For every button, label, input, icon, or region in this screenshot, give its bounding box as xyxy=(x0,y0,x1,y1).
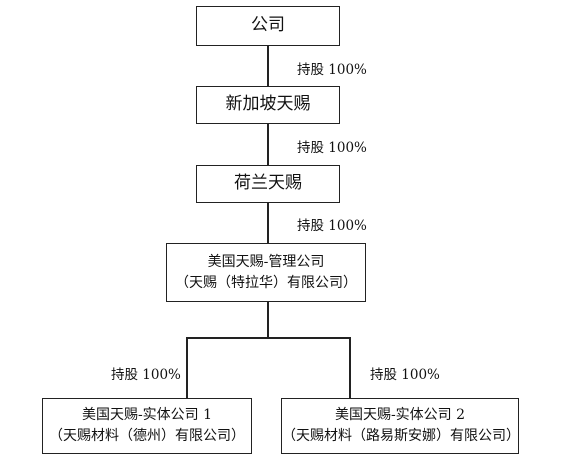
node-company: 公司 xyxy=(196,6,340,46)
node-netherlands: 荷兰天赐 xyxy=(196,165,340,203)
connector-singapore-netherlands xyxy=(267,124,269,165)
node-us-entity-2-line1: 美国天赐-实体公司 2 xyxy=(334,407,466,423)
node-singapore-label: 新加坡天赐 xyxy=(225,94,311,115)
connector-horizontal xyxy=(186,337,350,339)
node-us-entity-1-line2: （天赐材料（德州）有限公司） xyxy=(49,428,245,444)
edge-label-netherlands-usmgmt: 持股 100% xyxy=(297,218,367,234)
connector-netherlands-usmgmt xyxy=(267,203,269,243)
edge-label-company-singapore: 持股 100% xyxy=(297,62,367,78)
edge-label-to-entity-1: 持股 100% xyxy=(111,367,181,383)
node-netherlands-label: 荷兰天赐 xyxy=(234,173,302,194)
node-company-label: 公司 xyxy=(251,15,285,36)
edge-label-to-entity-2: 持股 100% xyxy=(370,367,440,383)
node-singapore: 新加坡天赐 xyxy=(196,86,340,124)
node-us-entity-1-line1: 美国天赐-实体公司 1 xyxy=(81,407,213,423)
node-us-entity-1: 美国天赐-实体公司 1 （天赐材料（德州）有限公司） xyxy=(42,398,252,454)
node-us-entity-2-line2: （天赐材料（路易斯安娜）有限公司） xyxy=(282,428,520,444)
connector-company-singapore xyxy=(267,46,269,86)
edge-label-singapore-netherlands: 持股 100% xyxy=(297,140,367,156)
connector-usmgmt-split xyxy=(267,302,269,338)
node-us-management-line2: （天赐（特拉华）有限公司） xyxy=(175,274,357,291)
node-us-management-line1: 美国天赐-管理公司 xyxy=(207,253,325,270)
connector-to-entity-1 xyxy=(186,337,188,398)
node-us-management: 美国天赐-管理公司 （天赐（特拉华）有限公司） xyxy=(166,243,366,302)
node-us-entity-2: 美国天赐-实体公司 2 （天赐材料（路易斯安娜）有限公司） xyxy=(281,398,520,454)
connector-to-entity-2 xyxy=(349,337,351,398)
